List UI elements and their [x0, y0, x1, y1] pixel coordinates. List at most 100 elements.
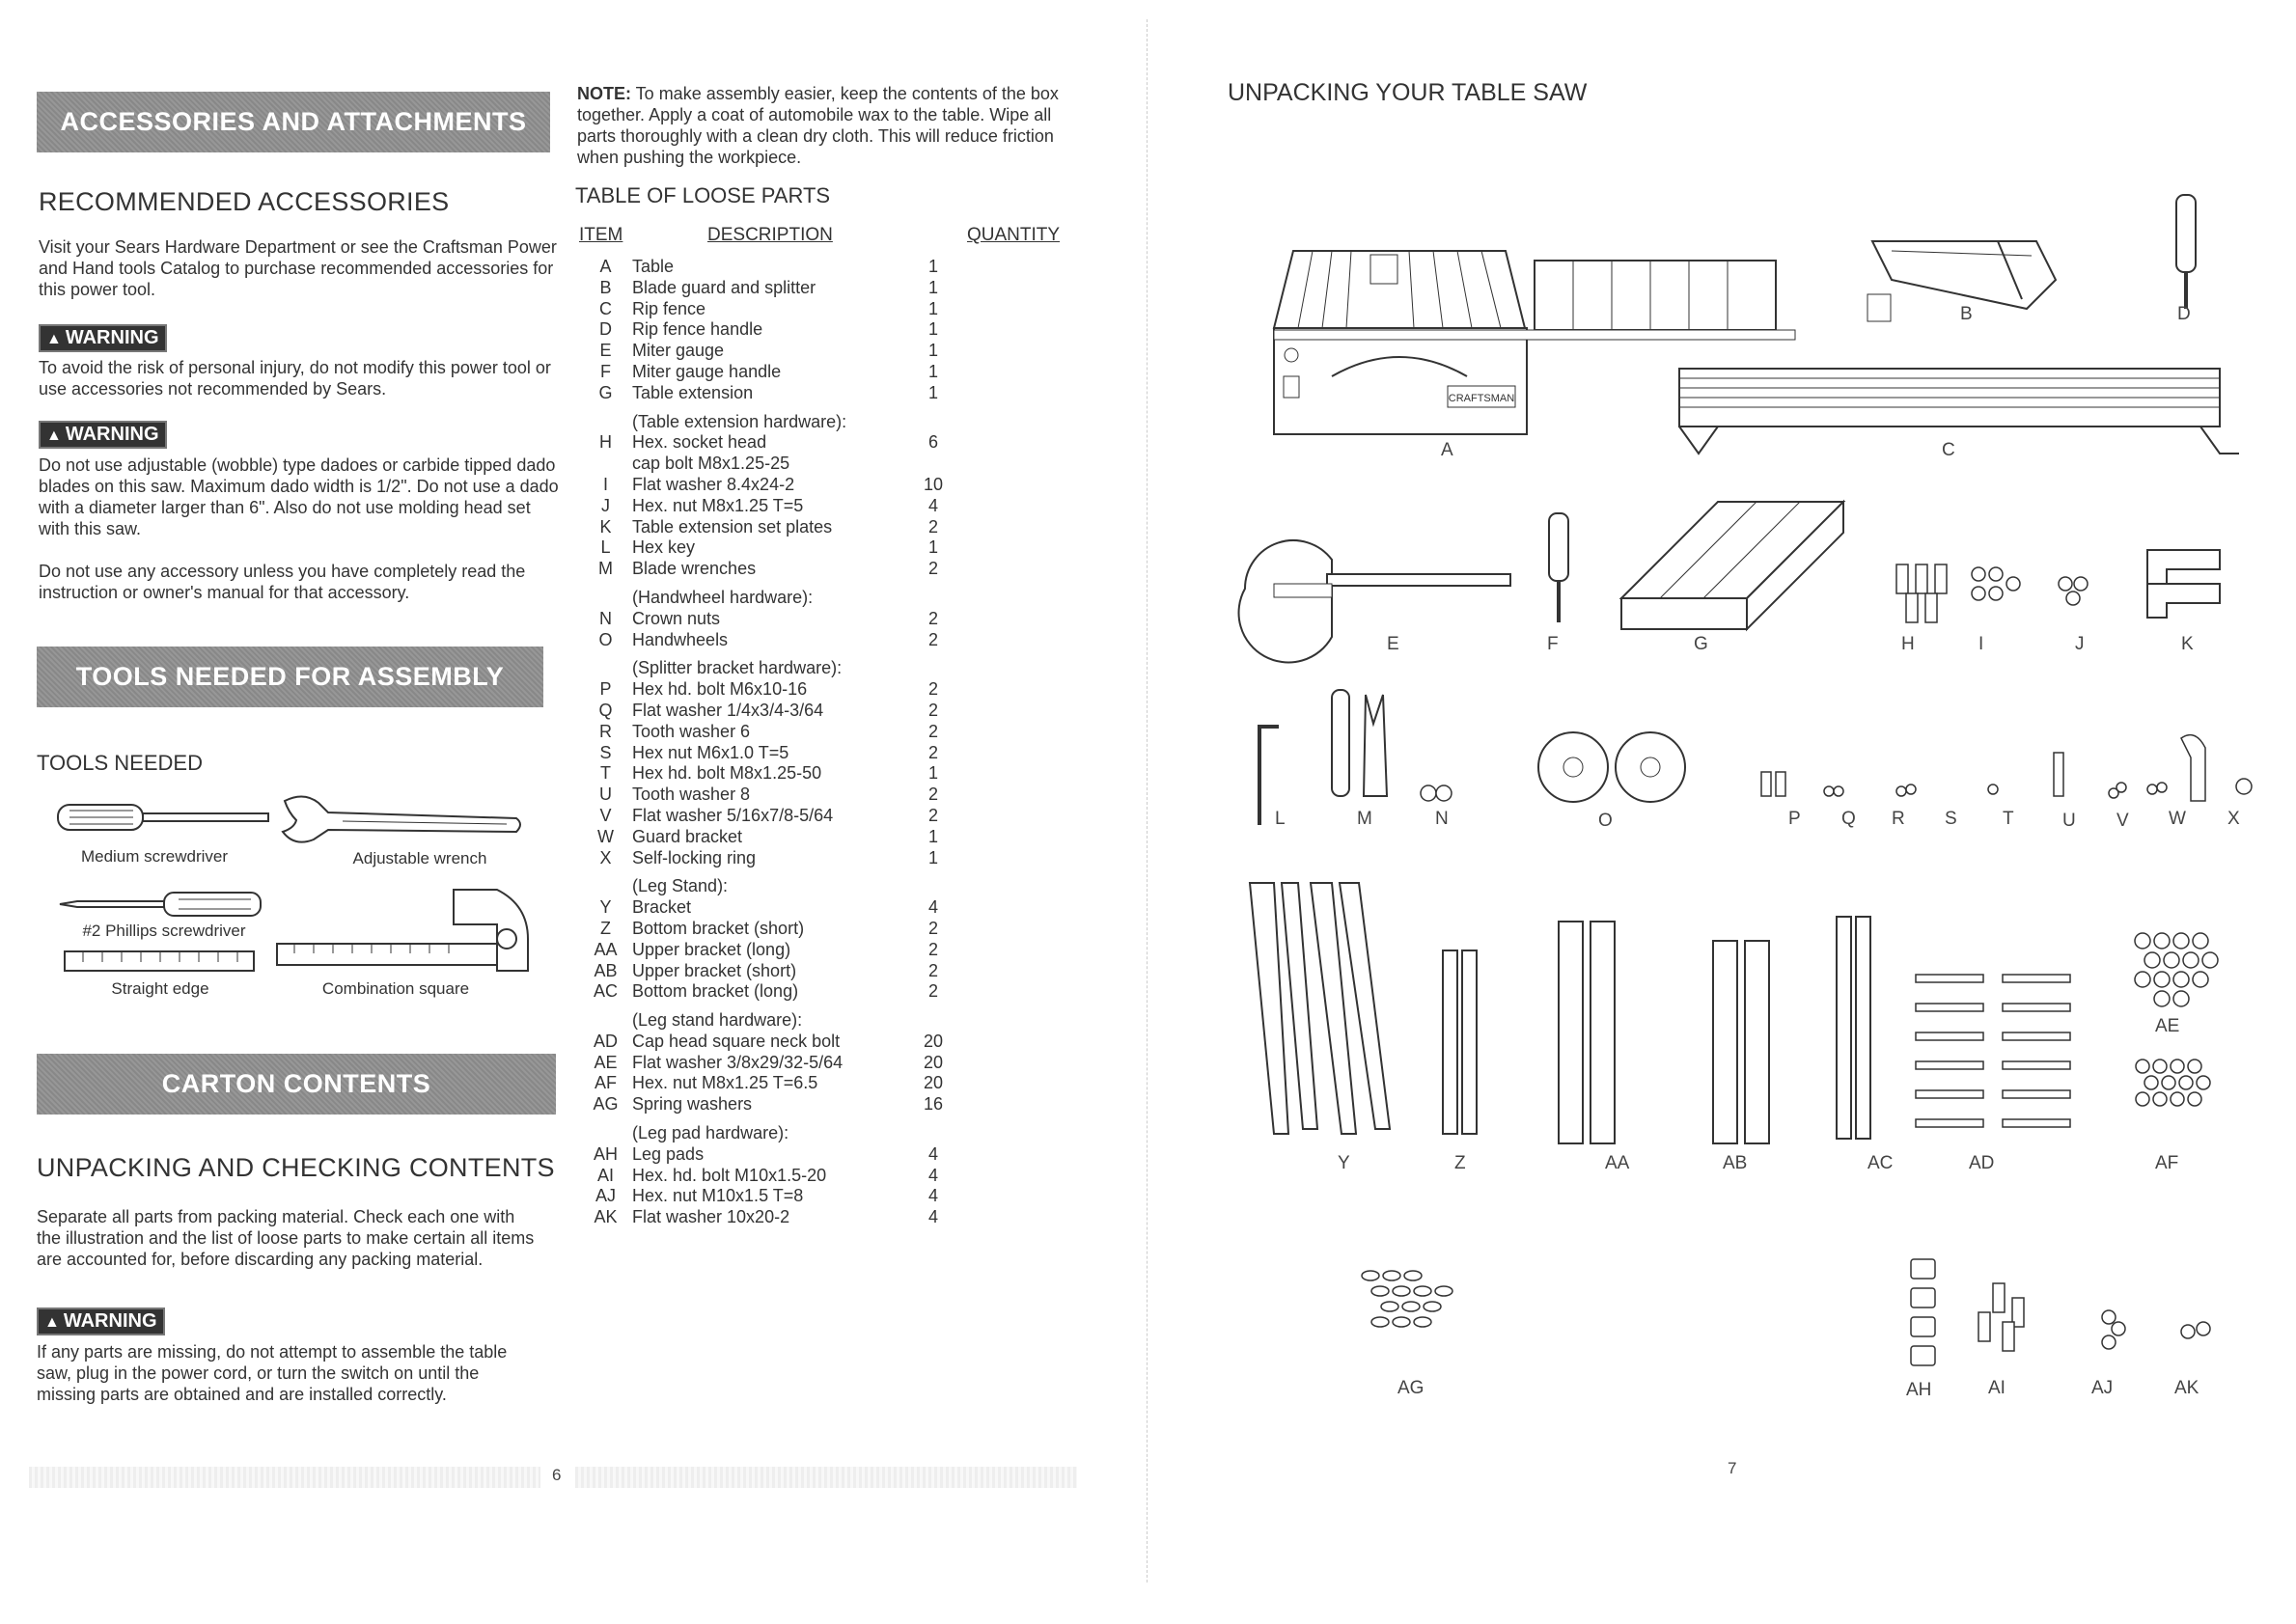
parts-quantity: 1	[927, 382, 938, 402]
parts-description: Table extension set plates	[632, 516, 833, 537]
banner-carton: CARTON CONTENTS	[37, 1054, 556, 1115]
phillips-screwdriver-label: #2 Phillips screwdriver	[82, 922, 246, 940]
recommended-accessories-text: Visit your Sears Hardware Department or …	[39, 237, 557, 299]
parts-group-header: (Splitter bracket hardware):	[632, 658, 843, 678]
tools-needed-heading: TOOLS NEEDED	[37, 751, 203, 775]
warning-1-text: To avoid the risk of personal injury, do…	[39, 358, 551, 399]
upper-bracket-long-illustration	[1558, 921, 1616, 1144]
figure-label-w: W	[2169, 809, 2186, 829]
parts-description: Rip fence	[632, 298, 706, 318]
page-fold	[1147, 19, 1148, 1583]
parts-item: K	[599, 516, 612, 537]
parts-item: AE	[594, 1052, 618, 1072]
parts-description: Crown nuts	[632, 608, 721, 628]
parts-quantity: 2	[927, 700, 938, 720]
figure-label-ad: AD	[1969, 1153, 1995, 1173]
miter-gauge-illustration	[1237, 539, 1511, 664]
warning-label-2: ▲WARNING	[39, 421, 167, 449]
parts-description: Blade wrenches	[632, 559, 757, 579]
parts-item: AC	[593, 981, 618, 1002]
parts-quantity: 2	[927, 742, 938, 762]
parts-item: H	[599, 432, 612, 453]
parts-description: Hex. socket head	[632, 432, 767, 453]
table-rail-illustration	[1273, 260, 1796, 341]
hex-bolts-illustration	[1978, 1282, 2025, 1352]
warning-label-1: ▲WARNING	[39, 324, 167, 352]
parts-item: S	[599, 742, 612, 762]
parts-item: AK	[594, 1207, 618, 1227]
craftsman-brand-plate: CRAFTSMAN	[1449, 393, 1515, 404]
recommended-accessories-heading: RECOMMENDED ACCESSORIES	[39, 187, 450, 216]
parts-quantity: 4	[927, 1165, 938, 1185]
figure-label-l: L	[1275, 809, 1286, 829]
parts-quantity: 20	[923, 1052, 944, 1072]
figure-label-s: S	[1945, 809, 1957, 829]
flat-washers-m10-illustration	[2180, 1321, 2211, 1339]
figure-label-p: P	[1788, 809, 1801, 829]
parts-description: Table extension	[632, 382, 754, 402]
figure-label-j: J	[2075, 634, 2085, 654]
upper-bracket-short-illustration	[1712, 940, 1770, 1144]
parts-quantity: 2	[927, 981, 938, 1002]
parts-quantity: 4	[927, 495, 938, 515]
figure-label-a: A	[1441, 440, 1453, 460]
parts-item: O	[598, 629, 613, 649]
parts-description: Hex hd. bolt M6x10-16	[632, 679, 808, 700]
description-column-header: DESCRIPTION	[707, 225, 833, 245]
hex-nuts-illustration	[2135, 1059, 2211, 1107]
parts-quantity: 10	[923, 474, 944, 494]
parts-description: Hex. nut M8x1.25 T=5	[632, 495, 804, 515]
figure-label-m: M	[1357, 809, 1372, 829]
figure-label-ae: AE	[2155, 1016, 2180, 1036]
parts-item: R	[599, 721, 612, 741]
parts-description: cap bolt M8x1.25-25	[632, 454, 790, 474]
parts-item: Y	[599, 897, 612, 918]
splitter-hardware-illustration	[1760, 733, 2253, 802]
parts-description: Guard bracket	[632, 826, 743, 846]
parts-description: Miter gauge handle	[632, 361, 782, 381]
parts-item: AJ	[595, 1186, 616, 1206]
adjustable-wrench-label: Adjustable wrench	[352, 849, 487, 867]
page-footer-band-left-2	[575, 1467, 1077, 1488]
parts-item: M	[598, 559, 613, 579]
parts-quantity: 4	[927, 1143, 938, 1164]
medium-screwdriver-icon	[57, 804, 269, 831]
parts-description: Flat washer 5/16x7/8-5/64	[632, 805, 834, 825]
combination-square-icon	[276, 889, 529, 972]
unpacking-saw-heading: UNPACKING YOUR TABLE SAW	[1228, 79, 1588, 106]
warning-triangle-icon: ▲	[44, 1314, 60, 1331]
hex-key-illustration	[1258, 725, 1279, 825]
parts-item: AG	[593, 1094, 619, 1115]
parts-quantity: 20	[923, 1031, 944, 1051]
extension-hardware-illustration	[1895, 564, 2089, 623]
medium-screwdriver-label: Medium screwdriver	[80, 847, 229, 866]
warning-2-text: Do not use adjustable (wobble) type dado…	[39, 455, 559, 538]
parts-item: Q	[598, 700, 613, 720]
parts-description: Tooth washer 8	[632, 784, 751, 805]
parts-item: B	[599, 277, 612, 297]
adjustable-wrench-icon	[281, 795, 521, 843]
parts-quantity: 20	[923, 1073, 944, 1093]
page-number-6: 6	[552, 1466, 562, 1484]
warning-triangle-icon: ▲	[46, 427, 62, 444]
parts-item: AA	[594, 939, 618, 959]
crown-nuts-illustration	[1420, 784, 1452, 802]
figure-label-aj: AJ	[2091, 1378, 2114, 1398]
parts-quantity: 2	[927, 559, 938, 579]
parts-description: Bracket	[632, 897, 692, 918]
parts-quantity: 1	[927, 298, 938, 318]
figure-label-f: F	[1547, 634, 1559, 654]
